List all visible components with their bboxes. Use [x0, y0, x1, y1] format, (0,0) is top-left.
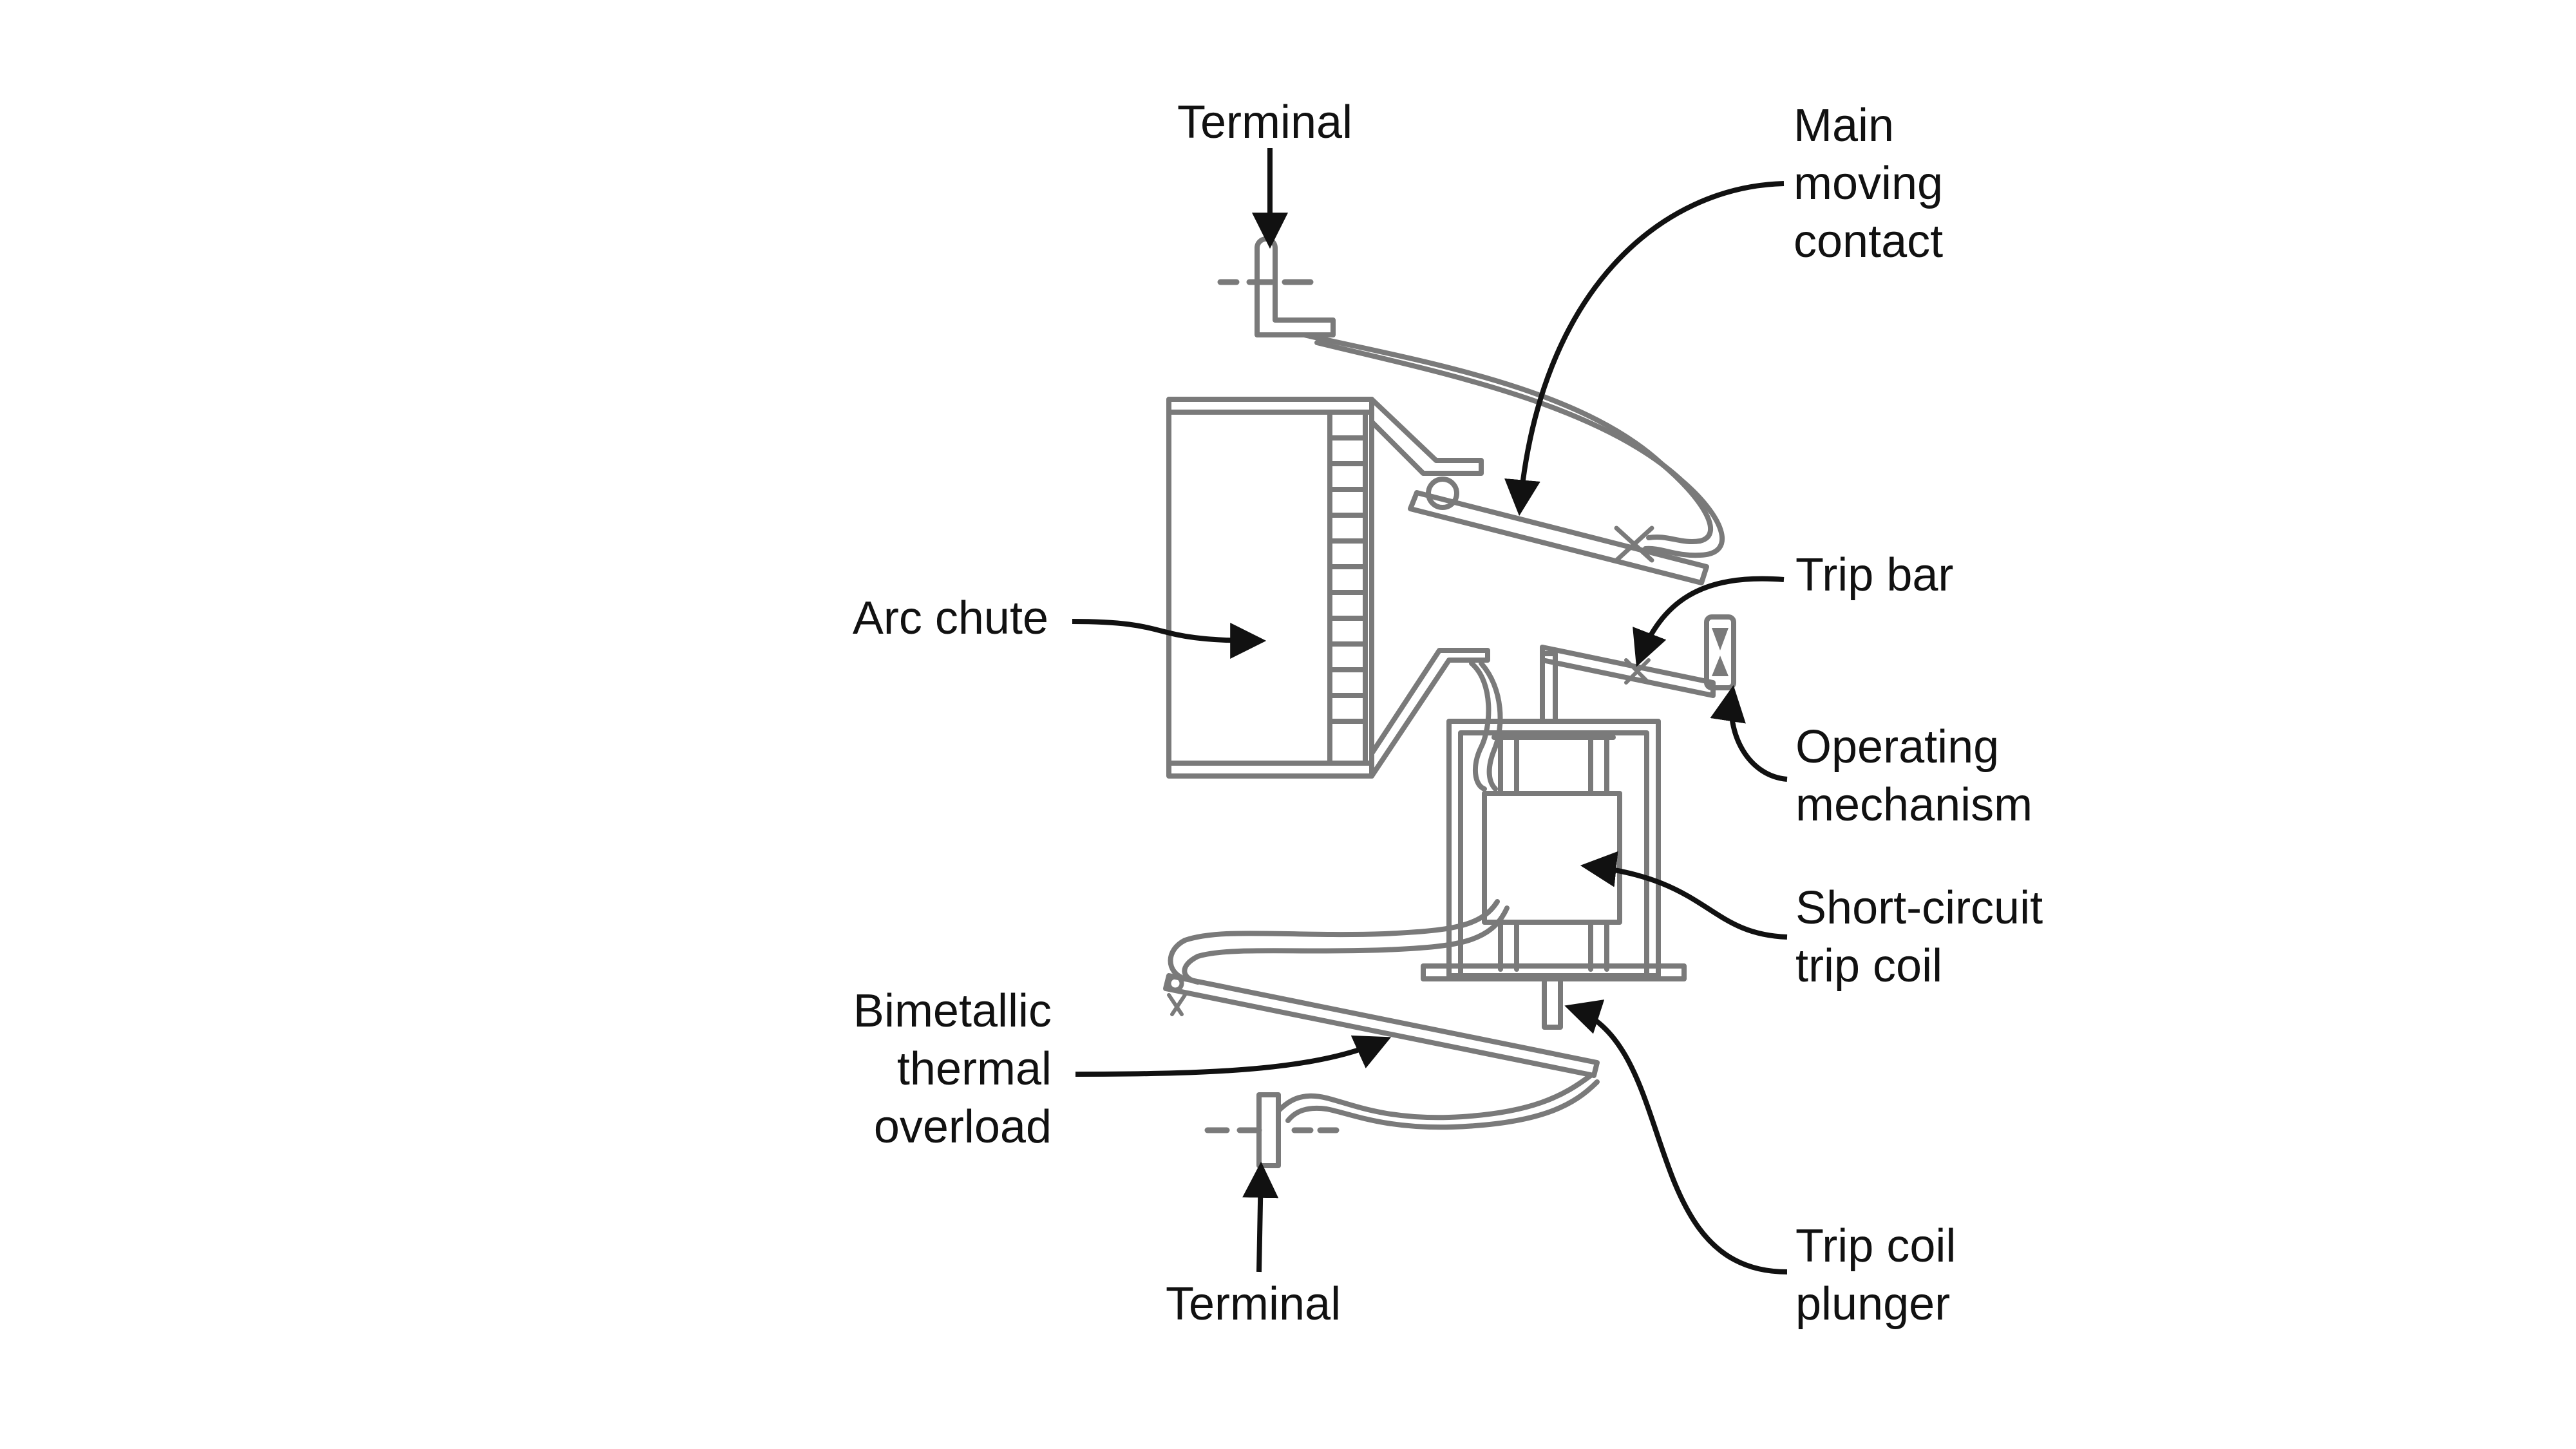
operating-mechanism-body [1704, 614, 1736, 690]
terminal-post [1255, 236, 1336, 337]
label-short-circuit-trip-coil: Short-circuit trip coil [1795, 879, 2043, 995]
fixed-contact-lead-2 [1479, 661, 1503, 791]
label-arc-chute: Arc chute [852, 592, 1048, 644]
top-braid-outer [1314, 340, 1725, 558]
label-line: contact [1794, 216, 1944, 267]
label-line: Short-circuit [1795, 882, 2043, 934]
label-trip-coil-plunger: Trip coil plunger [1795, 1217, 1956, 1333]
contact-point [1614, 526, 1654, 563]
label-line: moving [1794, 158, 1944, 209]
top-terminal [1217, 236, 1336, 337]
lower-braid-outer [1182, 905, 1510, 985]
bottom-terminal [1204, 1092, 1340, 1168]
trip-coil-assembly [1421, 719, 1687, 1030]
label-operating-mechanism: Operating mechanism [1795, 718, 2032, 834]
contact-pivot [1426, 477, 1459, 510]
label-line: Main [1794, 100, 1895, 151]
label-line: thermal [896, 1043, 1052, 1095]
label-line: Operating [1795, 721, 2000, 773]
fixed-contact-lead [1469, 661, 1492, 791]
trip-coil-core [1482, 791, 1622, 925]
label-line: mechanism [1795, 779, 2033, 831]
leader-short-circuit-trip-coil [1580, 851, 1788, 940]
leader-terminal-bottom [1242, 1161, 1279, 1273]
trip-coil-plunger [1542, 976, 1563, 1030]
label-terminal-bottom: Terminal [1166, 1278, 1341, 1330]
leader-operating-mechanism [1710, 685, 1788, 782]
leader-main-moving-contact [1504, 181, 1785, 516]
bimetallic-strip [1163, 973, 1600, 1078]
label-line: overload [873, 1101, 1052, 1153]
bottom-braid-inner [1276, 1073, 1593, 1121]
label-bimetallic-thermal-overload: Bimetallic thermal overload [805, 982, 1052, 1156]
label-main-moving-contact: Main moving contact [1794, 97, 1943, 270]
leader-trip-bar [1633, 576, 1785, 667]
leader-bimetallic-thermal-overload [1075, 1035, 1392, 1077]
leader-trip-coil-plunger [1564, 999, 1788, 1274]
moving-contact-arm [1408, 490, 1709, 585]
label-line: trip coil [1795, 940, 1943, 992]
arc-chute [1166, 397, 1490, 779]
label-line: Bimetallic [853, 985, 1052, 1037]
leader-arc-chute [1072, 619, 1267, 659]
label-line: plunger [1795, 1278, 1951, 1330]
lower-braid-inner [1168, 899, 1500, 981]
label-terminal-top: Terminal [1177, 97, 1353, 148]
label-trip-bar: Trip bar [1795, 549, 1954, 601]
trip-bar [1540, 645, 1716, 698]
bottom-braid-outer [1285, 1079, 1600, 1130]
operating-mechanism-detail [1712, 628, 1728, 676]
label-line: Trip coil [1795, 1220, 1956, 1272]
